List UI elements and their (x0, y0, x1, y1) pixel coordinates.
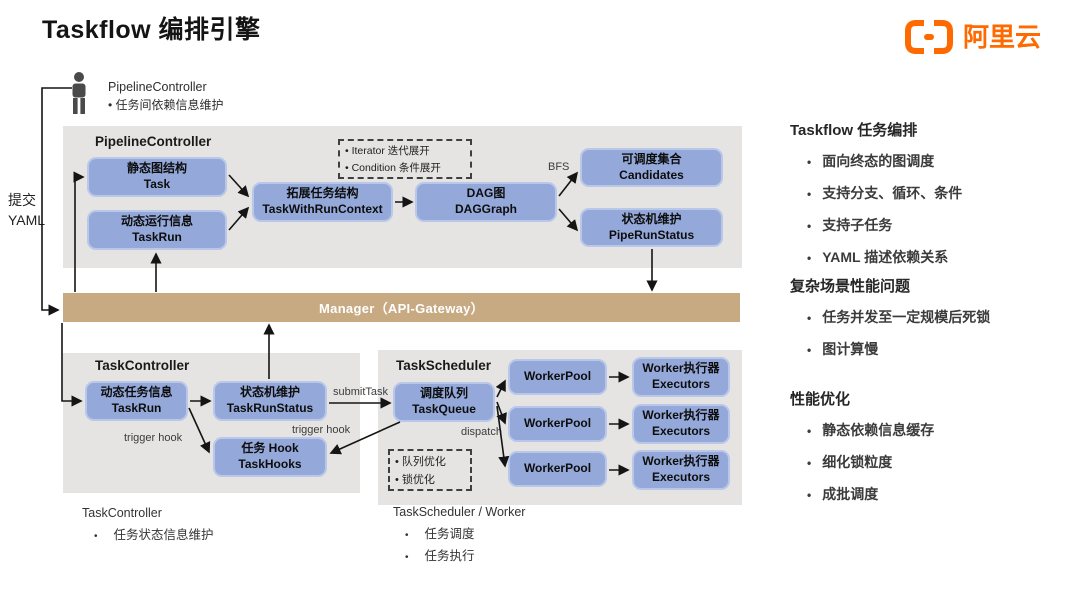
alibaba-cloud-brackets-icon (905, 20, 953, 54)
executors-2-en: Executors (651, 424, 711, 438)
note-tsw-bullet-1: 任务调度 (405, 523, 525, 542)
optimize-note-lock: 锁优化 (395, 471, 466, 487)
sidebar-title-problems: 复杂场景性能问题 (790, 278, 911, 295)
expand-note-box: Iterator 迭代展开 Condition 条件展开 (338, 139, 472, 179)
sidebar-item: 面向终态的图调度 (807, 151, 1076, 171)
sidebar-title-orchestration: Taskflow 任务编排 (790, 122, 918, 139)
node-taskqueue: 调度队列 TaskQueue (393, 382, 495, 422)
sidebar-section-optimization: 性能优化 静态依赖信息缓存 细化锁粒度 成批调度 (790, 388, 1076, 516)
node-dag-zh: DAG图 (466, 186, 506, 201)
sidebar-section-orchestration: Taskflow 任务编排 面向终态的图调度 支持分支、循环、条件 支持子任务 … (790, 119, 1076, 279)
node-taskhooks-zh: 任务 Hook (241, 441, 299, 456)
submit-yaml-label: 提交 YAML (8, 191, 45, 230)
node-pipeline-taskrun: 动态运行信息 TaskRun (87, 210, 227, 250)
node-candidates-en: Candidates (619, 167, 684, 182)
node-task-en: Task (143, 177, 171, 191)
workerpool-1-label: WorkerPool (523, 369, 592, 384)
executors-3-zh: Worker执行器 (642, 454, 720, 469)
node-taskrunstatus-zh: 状态机维护 (239, 385, 300, 400)
note-taskcontroller-title: TaskController (82, 506, 162, 520)
node-dag-en: DAGGraph (454, 202, 517, 216)
sidebar-item: 图计算慢 (807, 339, 1076, 359)
sidebar-item: 成批调度 (807, 484, 1076, 504)
node-pipeline-taskrun-zh: 动态运行信息 (120, 214, 193, 229)
node-taskhooks-en: TaskHooks (238, 457, 302, 471)
note-taskcontroller: TaskController 任务状态信息维护 (82, 506, 214, 546)
workerpool-2-label: WorkerPool (523, 416, 592, 431)
executors-1-zh: Worker执行器 (642, 361, 720, 376)
sidebar-item: 任务并发至一定规模后死锁 (807, 307, 1076, 327)
node-taskqueue-zh: 调度队列 (419, 386, 468, 401)
manager-api-gateway-bar: Manager（API-Gateway） (63, 293, 740, 322)
note-tsw-title: TaskScheduler / Worker (393, 505, 526, 519)
expand-note-condition: Condition 条件展开 (345, 160, 466, 175)
sidebar-item: 支持子任务 (807, 215, 1076, 235)
node-twrc-en: TaskWithRunContext (262, 202, 383, 216)
edge-label-trigger-hook-right: trigger hook (292, 424, 351, 436)
node-executors-1: Worker执行器 Executors (632, 357, 730, 397)
node-tc-taskrun: 动态任务信息 TaskRun (85, 381, 188, 421)
sidebar-item: 支持分支、循环、条件 (807, 183, 1076, 203)
node-executors-2: Worker执行器 Executors (632, 404, 730, 444)
node-workerpool-1: WorkerPool (508, 359, 607, 395)
sidebar-item: 静态依赖信息缓存 (807, 420, 1076, 440)
note-tsw-bullet-2: 任务执行 (405, 545, 525, 564)
executors-2-zh: Worker执行器 (642, 408, 720, 423)
node-taskrunstatus: 状态机维护 TaskRunStatus (213, 381, 327, 421)
logo-brand-text: 阿里云 (963, 22, 1042, 52)
actor-bullet: 任务间依赖信息维护 (108, 96, 224, 113)
node-workerpool-3: WorkerPool (508, 451, 607, 487)
node-candidates: 可调度集合 Candidates (580, 148, 723, 187)
note-taskscheduler-worker: TaskScheduler / Worker 任务调度 任务执行 (393, 505, 525, 567)
pipeline-controller-title: PipelineController (95, 134, 212, 149)
edge-label-trigger-hook-left: trigger hook (124, 432, 183, 444)
submit-yaml-line1: 提交 (8, 192, 36, 208)
node-workerpool-2: WorkerPool (508, 406, 607, 442)
node-piperunstatus: 状态机维护 PipeRunStatus (580, 208, 723, 247)
sidebar-section-problems: 复杂场景性能问题 任务并发至一定规模后死锁 图计算慢 (790, 275, 1076, 371)
node-candidates-zh: 可调度集合 (621, 151, 682, 166)
sidebar-item: YAML 描述依赖关系 (807, 247, 1076, 267)
optimize-note-queue: 队列优化 (395, 453, 466, 469)
task-controller-title: TaskController (95, 358, 190, 373)
node-taskhooks: 任务 Hook TaskHooks (213, 437, 327, 477)
node-piperunstatus-zh: 状态机维护 (621, 211, 682, 226)
node-tc-taskrun-en: TaskRun (111, 401, 162, 415)
actor-name: PipelineController (108, 80, 207, 94)
submit-yaml-line2: YAML (8, 211, 46, 228)
node-executors-3: Worker执行器 Executors (632, 450, 730, 490)
sidebar-title-optimization: 性能优化 (790, 391, 851, 408)
executors-3-en: Executors (651, 470, 711, 484)
executors-1-en: Executors (651, 377, 711, 391)
person-icon (72, 72, 86, 114)
sidebar-item: 细化锁粒度 (807, 452, 1076, 472)
edge-label-bfs: BFS (548, 161, 570, 173)
node-task-zh: 静态图结构 (126, 161, 187, 176)
task-scheduler-title: TaskScheduler (396, 358, 492, 373)
workerpool-3-label: WorkerPool (523, 461, 592, 476)
manager-label: Manager（API-Gateway） (319, 301, 484, 316)
expand-note-iterator: Iterator 迭代展开 (345, 143, 466, 158)
note-taskcontroller-bullet: 任务状态信息维护 (94, 524, 214, 543)
optimize-note-box: 队列优化 锁优化 (388, 449, 472, 491)
edge-label-dispatch: dispatch (461, 426, 502, 438)
node-taskrunstatus-en: TaskRunStatus (226, 401, 314, 415)
node-taskwithruncontext: 拓展任务结构 TaskWithRunContext (252, 182, 393, 222)
alibaba-cloud-logo: 阿里云 (903, 18, 1041, 56)
node-daggraph: DAG图 DAGGraph (415, 182, 557, 222)
node-taskqueue-en: TaskQueue (412, 402, 476, 416)
node-task: 静态图结构 Task (87, 157, 227, 197)
node-pipeline-taskrun-en: TaskRun (132, 230, 182, 244)
edge-label-submittask: submitTask (333, 386, 389, 398)
node-tc-taskrun-zh: 动态任务信息 (100, 385, 173, 400)
node-piperunstatus-en: PipeRunStatus (608, 227, 695, 242)
node-twrc-zh: 拓展任务结构 (286, 186, 359, 201)
page-title: Taskflow 编排引擎 (42, 16, 261, 44)
